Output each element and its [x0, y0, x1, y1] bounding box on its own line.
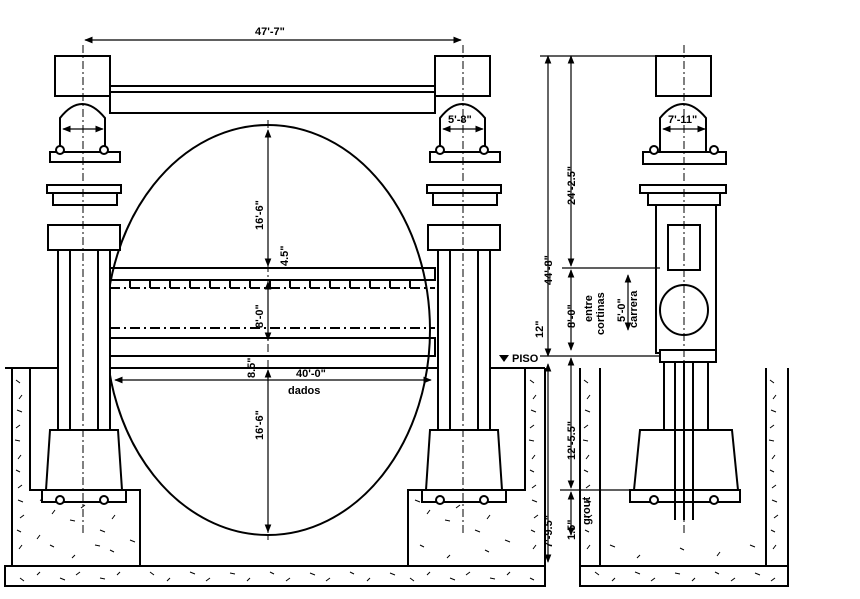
- label-carrera: carrera: [628, 290, 640, 328]
- dim-lower-height: 16'-6": [254, 410, 266, 440]
- dim-offset: 12": [534, 321, 546, 338]
- label-entre: entre: [583, 295, 595, 322]
- label-grout: grout: [581, 497, 593, 525]
- dim-grout-thickness: 1.5": [566, 519, 578, 540]
- dim-column-right-width: 7'-11": [668, 114, 697, 126]
- dim-below-floor: 12'-5.5": [566, 421, 578, 460]
- dim-upper-height: 16'-6": [254, 200, 266, 230]
- dim-overall-height: 44'-8": [543, 255, 555, 285]
- dim-stroke: 5'-0": [616, 298, 628, 322]
- dim-above-window: 24'-2.5": [566, 166, 578, 205]
- dim-gap-bottom: 8.5": [246, 357, 258, 378]
- dim-dados-width: 40'-0": [296, 368, 326, 380]
- column-left: [41, 55, 127, 505]
- dim-span-top: 47'-7": [255, 26, 285, 38]
- label-dados: dados: [288, 385, 320, 397]
- dim-window-right: 8'-0": [566, 304, 578, 328]
- dim-gap-top: 4.5": [279, 245, 291, 266]
- piso-marker: [499, 355, 509, 362]
- window-cortinas: [109, 267, 436, 357]
- label-cortinas: cortinas: [595, 292, 607, 335]
- center-lines: [82, 45, 685, 540]
- column-center-right: [421, 55, 507, 505]
- dim-column-left-width: 5'-8": [448, 114, 472, 126]
- top-beam: [109, 85, 436, 114]
- concrete-hatching: [14, 379, 779, 582]
- label-piso: PISO: [512, 353, 539, 365]
- dimension-lines: [62, 36, 706, 563]
- foundation-right: [579, 368, 789, 587]
- dim-window-height: 8'-0": [254, 304, 266, 328]
- dim-foundation-depth: 7'-9.5": [543, 515, 555, 548]
